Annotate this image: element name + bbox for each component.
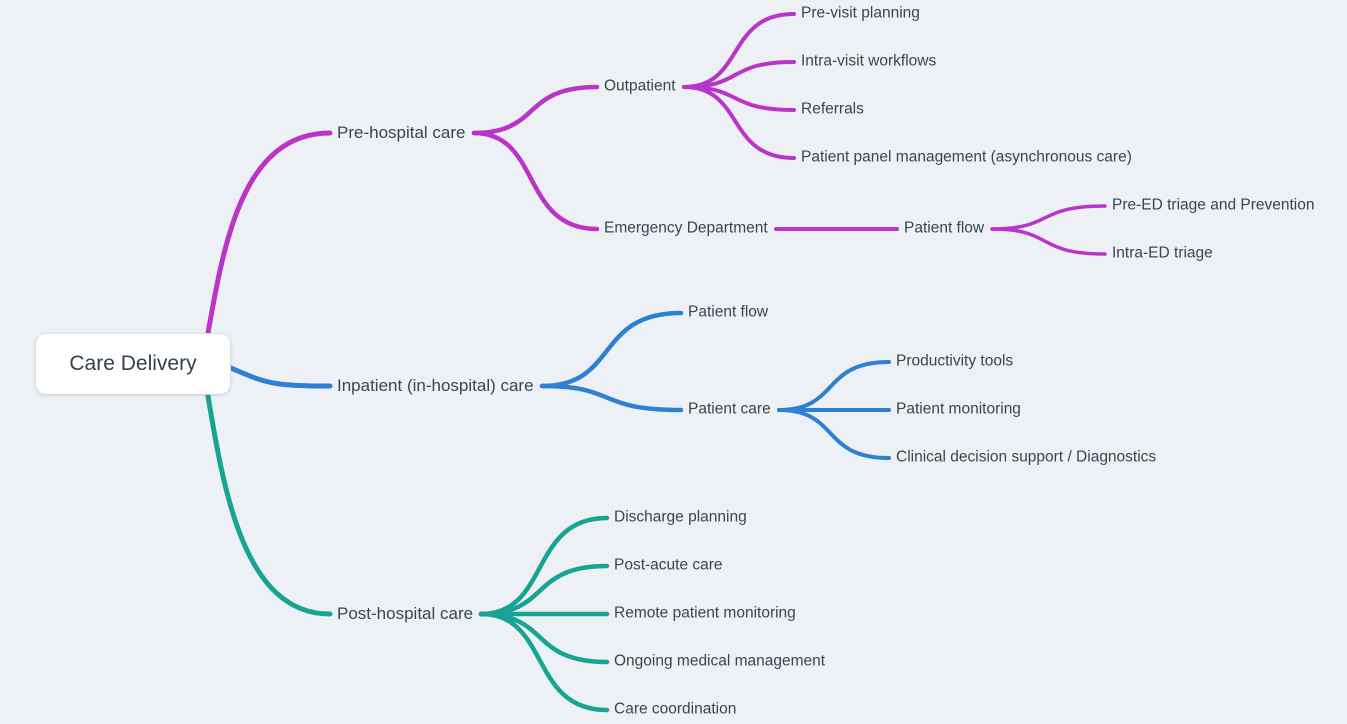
link-patient-flow-to-pre-ed-triage-and-prevention <box>990 204 1107 231</box>
node-inpatient-in-hospital-care[interactable]: Inpatient (in-hospital) care <box>337 375 534 395</box>
node-discharge-planning[interactable]: Discharge planning <box>614 508 747 526</box>
link-patient-care-to-productivity-tools <box>777 360 891 412</box>
link-patient-care-to-clinical-decision-support-diagnostics <box>777 408 891 460</box>
node-remote-patient-monitoring[interactable]: Remote patient monitoring <box>614 604 796 622</box>
link-pre-hospital-care-to-outpatient <box>471 84 600 136</box>
node-patient-care[interactable]: Patient care <box>688 400 771 418</box>
node-post-acute-care[interactable]: Post-acute care <box>614 556 723 574</box>
node-patient-panel-management-asynchronous-care[interactable]: Patient panel management (asynchronous c… <box>801 148 1132 166</box>
node-emergency-department[interactable]: Emergency Department <box>604 219 768 237</box>
node-intra-visit-workflows[interactable]: Intra-visit workflows <box>801 52 937 70</box>
node-pre-ed-triage-and-prevention[interactable]: Pre-ED triage and Prevention <box>1112 196 1315 214</box>
root-node[interactable]: Care Delivery <box>36 334 230 394</box>
node-ongoing-medical-management[interactable]: Ongoing medical management <box>614 652 826 670</box>
link-outpatient-to-pre-visit-planning <box>682 12 796 89</box>
node-pre-hospital-care[interactable]: Pre-hospital care <box>337 122 466 142</box>
link-patient-flow-to-intra-ed-triage <box>990 227 1107 256</box>
node-pre-visit-planning[interactable]: Pre-visit planning <box>801 4 920 22</box>
link-post-hospital-care-to-care-coordination <box>478 611 610 713</box>
link-care-delivery-to-pre-hospital-care <box>202 130 333 353</box>
node-productivity-tools[interactable]: Productivity tools <box>896 352 1014 370</box>
node-intra-ed-triage[interactable]: Intra-ED triage <box>1112 244 1213 262</box>
link-pre-hospital-care-to-emergency-department <box>471 130 600 232</box>
node-patient-flow[interactable]: Patient flow <box>904 219 985 237</box>
link-inpatient-in-hospital-care-to-patient-care <box>539 383 684 413</box>
link-post-hospital-care-to-post-acute-care <box>478 563 610 617</box>
node-care-coordination[interactable]: Care coordination <box>614 700 737 718</box>
node-post-hospital-care[interactable]: Post-hospital care <box>337 603 474 623</box>
link-care-delivery-to-post-hospital-care <box>202 375 333 617</box>
link-care-delivery-to-inpatient-in-hospital-care <box>223 363 333 389</box>
node-clinical-decision-support-diagnostics[interactable]: Clinical decision support / Diagnostics <box>896 448 1157 466</box>
root-node-label: Care Delivery <box>69 352 197 375</box>
node-outpatient[interactable]: Outpatient <box>604 77 676 95</box>
node-patient-flow[interactable]: Patient flow <box>688 303 769 321</box>
node-patient-monitoring[interactable]: Patient monitoring <box>896 400 1021 418</box>
node-referrals[interactable]: Referrals <box>801 100 864 118</box>
link-outpatient-to-patient-panel-management-asynchronous-care <box>682 85 796 160</box>
link-inpatient-in-hospital-care-to-patient-flow <box>539 310 684 389</box>
link-post-hospital-care-to-ongoing-medical-management <box>478 611 610 665</box>
